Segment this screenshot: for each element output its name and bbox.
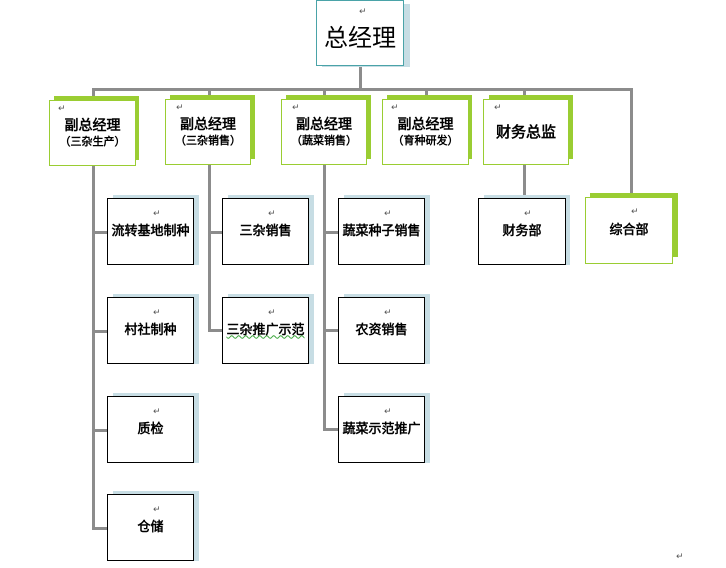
return-mark: ↵ [676,552,684,562]
manager-subtitle: （育种研发） [392,134,459,147]
dept-box-general: ↵ 综合部 [585,197,673,264]
manager-box-vegetable: ↵ 副总经理 （蔬菜销售） [281,99,367,165]
connector-manager-3 [323,88,326,100]
dept-label: 三杂销售 [239,223,292,239]
dept-label: 仓储 [137,519,164,535]
manager-box-breeding: ↵ 副总经理 （育种研发） [382,99,469,165]
manager-title: 副总经理 [180,117,236,133]
manager-title: 副总经理 [296,117,352,133]
connector-manager-2 [208,88,211,100]
connector-vegetable-1 [323,231,339,234]
connector-production-4 [92,527,108,530]
return-mark: ↵ [268,308,276,318]
manager-box-finance: ↵ 财务总监 [483,99,569,165]
manager-box-production: ↵ 副总经理 （三杂生产） [49,100,136,166]
dept-label: 蔬菜示范推广 [342,421,421,437]
ceo-label: 总经理 [324,24,396,52]
connector-manager-5 [523,88,526,100]
return-mark: ↵ [384,209,392,219]
connector-vegetable-2 [323,329,339,332]
return-mark: ↵ [524,209,532,219]
manager-title: 副总经理 [397,117,454,133]
manager-title: 财务总监 [495,123,556,141]
dept-box-veg-seed-sales: ↵ 蔬菜种子销售 [338,198,425,265]
connector-ceo-down [359,66,362,90]
dept-box-village: ↵ 村社制种 [107,297,194,364]
dept-label: 综合部 [609,222,649,238]
return-mark: ↵ [176,103,184,113]
dept-label: 财务部 [502,223,542,239]
connector-production-3 [92,429,108,432]
dept-box-finance: ↵ 财务部 [478,198,566,265]
connector-manager-1 [92,88,95,100]
dept-box-contract-base: ↵ 流转基地制种 [107,198,194,265]
manager-title: 副总经理 [64,118,121,134]
ceo-box: ↵ 总经理 [316,0,404,66]
dept-box-sanza-sales: ↵ 三杂销售 [222,198,309,265]
connector-production-2 [92,330,108,333]
connector-sales-2 [208,329,222,332]
return-mark: ↵ [153,308,161,318]
dept-box-veg-demo: ↵ 蔬菜示范推广 [338,396,425,463]
dept-label: 三杂推广示范 [226,322,305,338]
return-mark: ↵ [384,308,392,318]
manager-subtitle: （三杂生产） [59,135,126,148]
dept-label: 质检 [137,421,164,437]
connector-production-1 [92,231,108,234]
dept-label: 村社制种 [124,322,177,338]
return-mark: ↵ [268,209,276,219]
dept-label: 农资销售 [355,322,408,338]
connector-finance-vertical [523,165,526,199]
connector-sales-1 [208,231,222,234]
connector-sales-vertical [208,165,211,332]
connector-vegetable-vertical [323,165,326,431]
manager-subtitle: （三杂销售） [175,134,241,147]
return-mark: ↵ [631,207,639,217]
connector-production-vertical [92,165,95,529]
return-mark: ↵ [153,407,161,417]
dept-label: 蔬菜种子销售 [342,223,421,239]
return-mark: ↵ [384,407,392,417]
return-mark: ↵ [359,7,367,17]
return-mark: ↵ [391,103,399,113]
manager-subtitle: （蔬菜销售） [291,134,357,147]
connector-general-vertical [630,88,633,196]
dept-box-sanza-promo: ↵ 三杂推广示范 [222,297,309,364]
connector-vegetable-3 [323,428,339,431]
return-mark: ↵ [153,209,161,219]
return-mark: ↵ [494,103,502,113]
return-mark: ↵ [292,103,300,113]
dept-box-storage: ↵ 仓储 [107,494,194,561]
dept-box-quality: ↵ 质检 [107,396,194,463]
connector-manager-4 [425,88,428,100]
manager-box-sales: ↵ 副总经理 （三杂销售） [165,99,251,165]
dept-box-agri-supplies: ↵ 农资销售 [338,297,425,364]
dept-label: 流转基地制种 [111,223,190,239]
return-mark: ↵ [153,505,161,515]
connector-horizontal-bus [92,88,633,91]
return-mark: ↵ [58,104,66,114]
